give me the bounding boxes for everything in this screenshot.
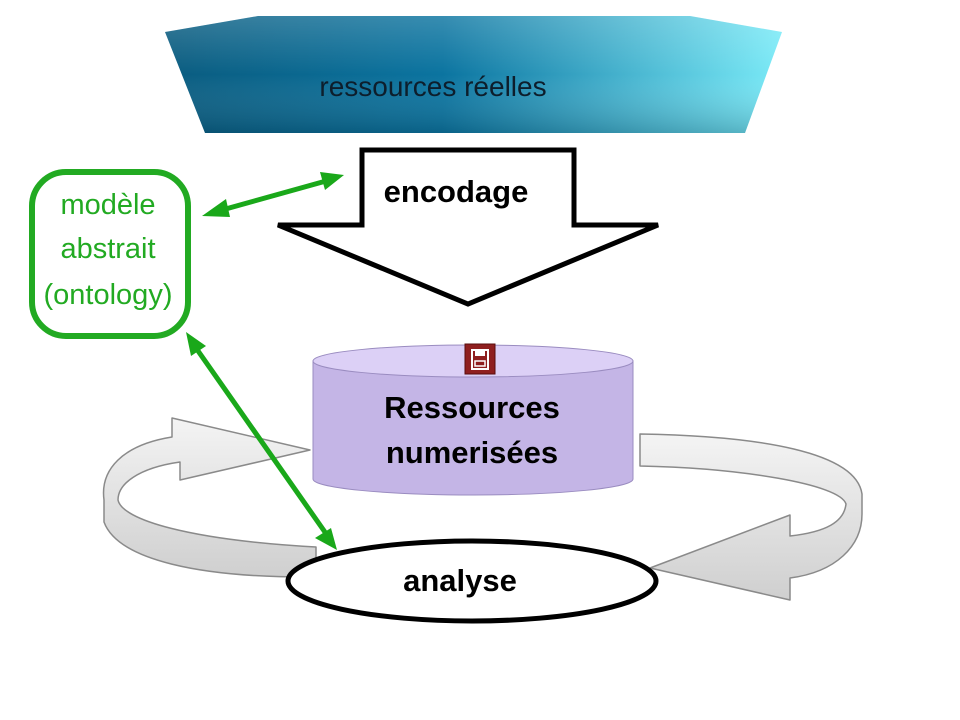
analysis-ellipse-shape: [285, 538, 659, 624]
model-label-line1: modèle: [60, 189, 155, 221]
connector-head-top: [186, 332, 206, 356]
connector-head-right: [320, 172, 344, 190]
cycle-arrow-right: [639, 433, 863, 601]
abstract-model-box: modèle abstrait (ontology): [29, 169, 191, 339]
database-body: [312, 360, 634, 496]
encoding-arrow: encodage: [277, 147, 659, 307]
connector-head-bottom: [315, 528, 337, 550]
banner-label: ressources réelles: [319, 71, 546, 102]
database-label-line1: Ressources: [384, 390, 560, 425]
analysis-ellipse: analyse: [285, 538, 659, 624]
floppy-disk-icon[interactable]: [464, 343, 496, 375]
digitized-resources-database: Ressources numerisées: [312, 344, 634, 496]
encoding-label: encodage: [384, 174, 529, 209]
encoding-arrow-shape: [277, 147, 659, 307]
connector-model-analysis: [186, 332, 337, 550]
connector-model-encoding: [202, 172, 344, 217]
banner-shading: [165, 16, 782, 133]
model-label-line2: abstrait: [60, 233, 155, 265]
model-box-shape: [29, 169, 191, 339]
cycle-arrow-left-shape: [102, 417, 317, 578]
cycle-arrow-left: [102, 417, 317, 578]
cycle-arrow-right-shape: [639, 433, 863, 601]
database-label-line2: numerisées: [386, 435, 558, 470]
connector-head-left: [202, 199, 230, 217]
real-resources-banner: ressources réelles: [165, 16, 782, 133]
analysis-label: analyse: [403, 563, 517, 598]
model-label-line3: (ontology): [44, 279, 173, 311]
